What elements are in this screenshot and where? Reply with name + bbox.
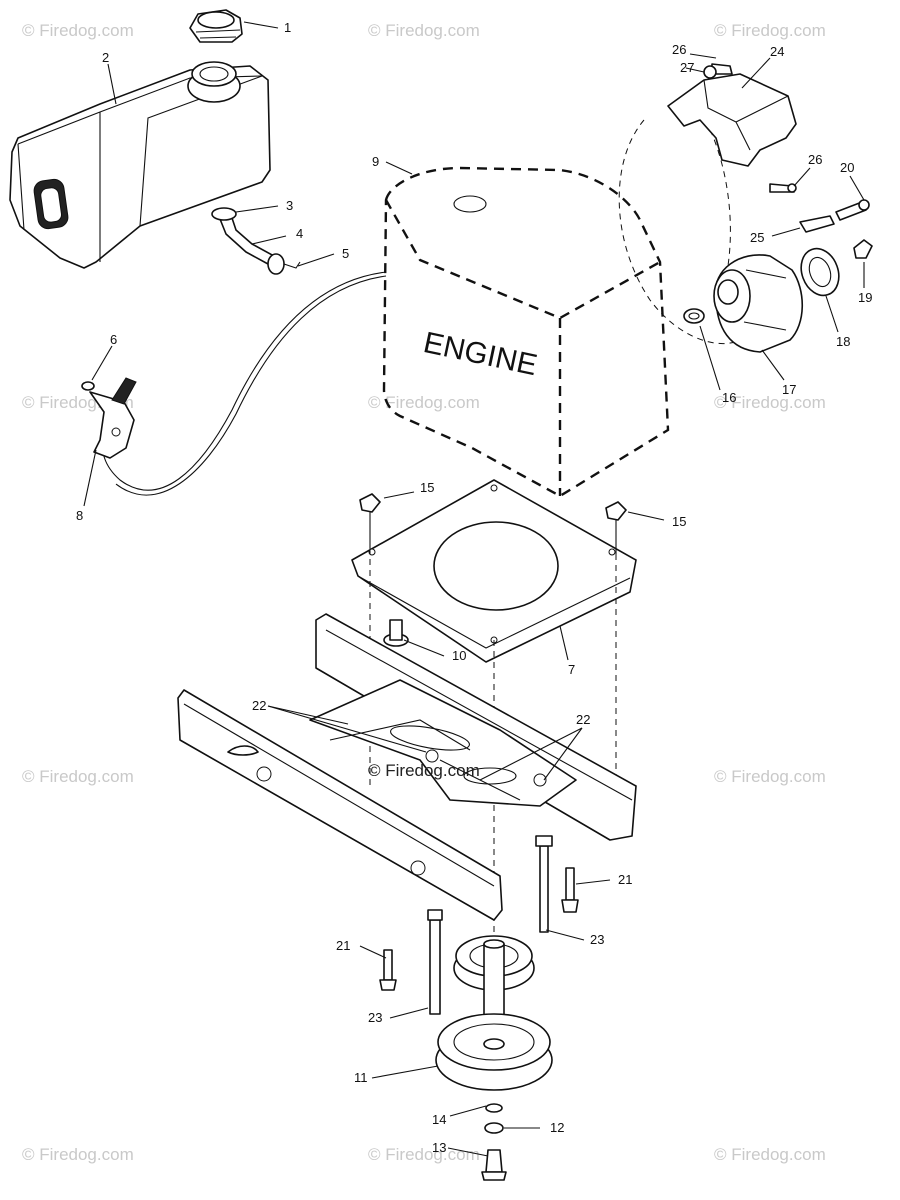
frame-bolts xyxy=(379,835,579,1015)
callout-21-left: 21 xyxy=(336,938,350,953)
fuel-cap xyxy=(189,9,243,43)
callout-27: 27 xyxy=(680,60,694,75)
callout-17: 17 xyxy=(782,382,796,397)
bolt-19 xyxy=(853,239,873,259)
callout-2: 2 xyxy=(102,50,109,65)
watermark: © Firedog.com xyxy=(714,21,826,40)
watermark: © Firedog.com xyxy=(22,21,134,40)
bolt-10 xyxy=(383,619,409,647)
watermark: © Firedog.com xyxy=(714,767,826,786)
callout-25: 25 xyxy=(750,230,764,245)
mount-bolts xyxy=(359,493,627,554)
callout-8: 8 xyxy=(76,508,83,523)
muffler-bracket xyxy=(799,199,870,233)
watermark: © Firedog.com xyxy=(22,767,134,786)
callout-14: 14 xyxy=(432,1112,446,1127)
callout-15-left: 15 xyxy=(420,480,434,495)
watermark: © Firedog.com xyxy=(714,393,826,412)
callout-10: 10 xyxy=(452,648,466,663)
watermark: © Firedog.com xyxy=(368,393,480,412)
watermark: © Firedog.com xyxy=(22,1145,134,1164)
callout-26-top: 26 xyxy=(672,42,686,57)
callout-26-mid: 26 xyxy=(808,152,822,167)
frame xyxy=(177,613,637,921)
watermark: © Firedog.com xyxy=(368,1145,480,1164)
callout-23-right: 23 xyxy=(590,932,604,947)
callout-1: 1 xyxy=(284,20,291,35)
callout-20: 20 xyxy=(840,160,854,175)
callout-21-right: 21 xyxy=(618,872,632,887)
shield-bolts xyxy=(703,63,797,193)
callout-18: 18 xyxy=(836,334,850,349)
callout-19: 19 xyxy=(858,290,872,305)
fuel-hose xyxy=(211,207,301,275)
heat-shield xyxy=(667,73,797,167)
callout-6: 6 xyxy=(110,332,117,347)
callout-5: 5 xyxy=(342,246,349,261)
engine-mount-plate xyxy=(351,479,637,663)
callout-7: 7 xyxy=(568,662,575,677)
callout-3: 3 xyxy=(286,198,293,213)
callout-22-right: 22 xyxy=(576,712,590,727)
throttle-cable xyxy=(102,271,387,491)
callout-12: 12 xyxy=(550,1120,564,1135)
watermark: © Firedog.com xyxy=(714,1145,826,1164)
center-watermark: © Firedog.com xyxy=(368,761,480,780)
watermark: © Firedog.com xyxy=(368,21,480,40)
watermark-layer: © Firedog.com © Firedog.com © Firedog.co… xyxy=(22,21,826,1164)
exhaust-gasket xyxy=(683,308,705,324)
engine-label: ENGINE xyxy=(421,326,540,382)
callout-15-right: 15 xyxy=(672,514,686,529)
engine: ENGINE xyxy=(382,166,670,498)
callout-9: 9 xyxy=(372,154,379,169)
leader-lines xyxy=(83,21,865,1157)
throttle-cable-outer xyxy=(115,275,387,496)
muffler-gasket xyxy=(800,247,840,297)
callout-24: 24 xyxy=(770,44,784,59)
callouts: 1 2 3 4 5 6 7 8 9 10 11 12 13 14 15 15 1… xyxy=(76,20,872,1155)
throttle-control xyxy=(81,377,137,459)
callout-16: 16 xyxy=(722,390,736,405)
callout-4: 4 xyxy=(296,226,303,241)
callout-23-left: 23 xyxy=(368,1010,382,1025)
pulley-assembly xyxy=(435,935,553,1091)
muffler xyxy=(713,254,804,353)
callout-13: 13 xyxy=(432,1140,446,1155)
callout-22-left: 22 xyxy=(252,698,266,713)
pulley-hardware xyxy=(481,1103,507,1181)
fuel-tank xyxy=(9,61,271,269)
callout-11: 11 xyxy=(354,1070,368,1085)
muffler-guide xyxy=(618,119,741,345)
